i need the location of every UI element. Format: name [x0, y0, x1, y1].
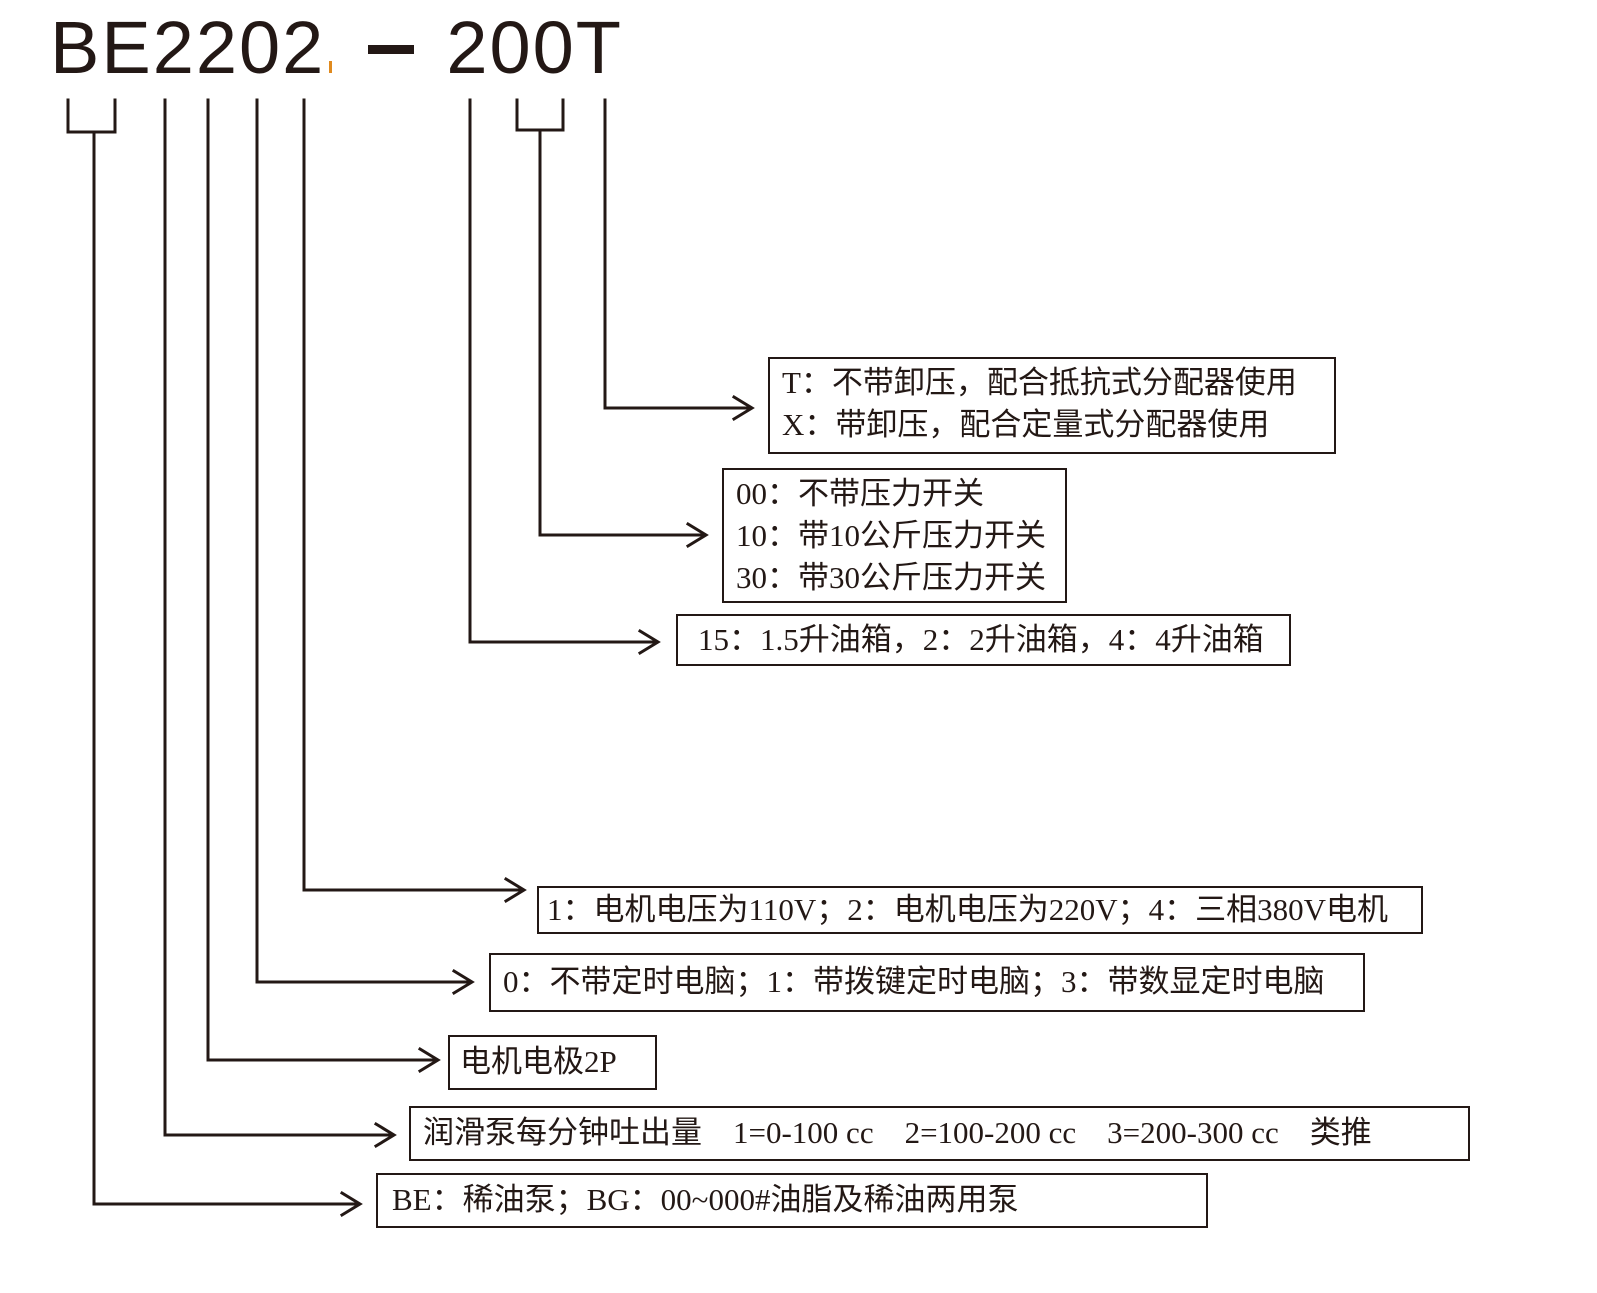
arrowhead-tx	[731, 394, 755, 422]
pressure-line-10: 10：带10公斤压力开关	[736, 518, 1046, 553]
model-suffix: 200T	[446, 6, 624, 89]
model-dash	[368, 44, 415, 54]
type-text: BE：稀油泵；BG：00~000#油脂及稀油两用泵	[392, 1182, 1019, 1217]
output-text: 润滑泵每分钟吐出量 1=0-100 cc 2=100-200 cc 3=200-…	[423, 1115, 1372, 1150]
model-code: BE2202 200T	[50, 0, 623, 98]
arrowhead-type	[339, 1190, 363, 1218]
connector-tx	[603, 98, 750, 410]
poles-text: 电机电极2P	[460, 1044, 617, 1079]
connector-poles	[206, 98, 436, 1062]
arrowhead-output	[373, 1121, 397, 1149]
accent-mark	[329, 61, 333, 73]
pressure-line-30: 30：带30公斤压力开关	[736, 560, 1046, 595]
tank-text: 15：1.5升油箱，2：2升油箱，4：4升油箱	[698, 622, 1264, 657]
connector-output	[163, 98, 392, 1137]
connector-type	[66, 98, 358, 1206]
arrowhead-tank	[637, 628, 661, 656]
pressure-switch-box: 00：不带压力开关 10：带10公斤压力开关 30：带30公斤压力开关	[722, 468, 1067, 603]
model-prefix: BE2202	[50, 6, 326, 89]
pressure-line-00: 00：不带压力开关	[736, 476, 984, 511]
connector-voltage	[302, 98, 522, 892]
tx-box: T：不带卸压，配合抵抗式分配器使用 X：带卸压，配合定量式分配器使用	[768, 357, 1336, 454]
voltage-text: 1：电机电压为110V；2：电机电压为220V；4：三相380V电机	[547, 892, 1389, 927]
tx-line-x: X：带卸压，配合定量式分配器使用	[782, 407, 1270, 442]
voltage-box: 1：电机电压为110V；2：电机电压为220V；4：三相380V电机	[537, 886, 1423, 934]
timer-text: 0：不带定时电脑；1：带拨键定时电脑；3：带数显定时电脑	[503, 964, 1325, 999]
arrowhead-pressure	[685, 521, 709, 549]
arrowhead-timer	[451, 968, 475, 996]
arrowhead-voltage	[503, 876, 527, 904]
arrowhead-poles	[417, 1046, 441, 1074]
tx-line-t: T：不带卸压，配合抵抗式分配器使用	[782, 365, 1297, 400]
timer-box: 0：不带定时电脑；1：带拨键定时电脑；3：带数显定时电脑	[489, 953, 1365, 1012]
tank-box: 15：1.5升油箱，2：2升油箱，4：4升油箱	[676, 614, 1291, 666]
poles-box: 电机电极2P	[448, 1035, 657, 1090]
connector-timer	[255, 98, 470, 984]
output-box: 润滑泵每分钟吐出量 1=0-100 cc 2=100-200 cc 3=200-…	[409, 1106, 1470, 1161]
type-box: BE：稀油泵；BG：00~000#油脂及稀油两用泵	[376, 1173, 1208, 1228]
connector-pressure	[515, 98, 704, 537]
connector-tank	[468, 98, 656, 644]
